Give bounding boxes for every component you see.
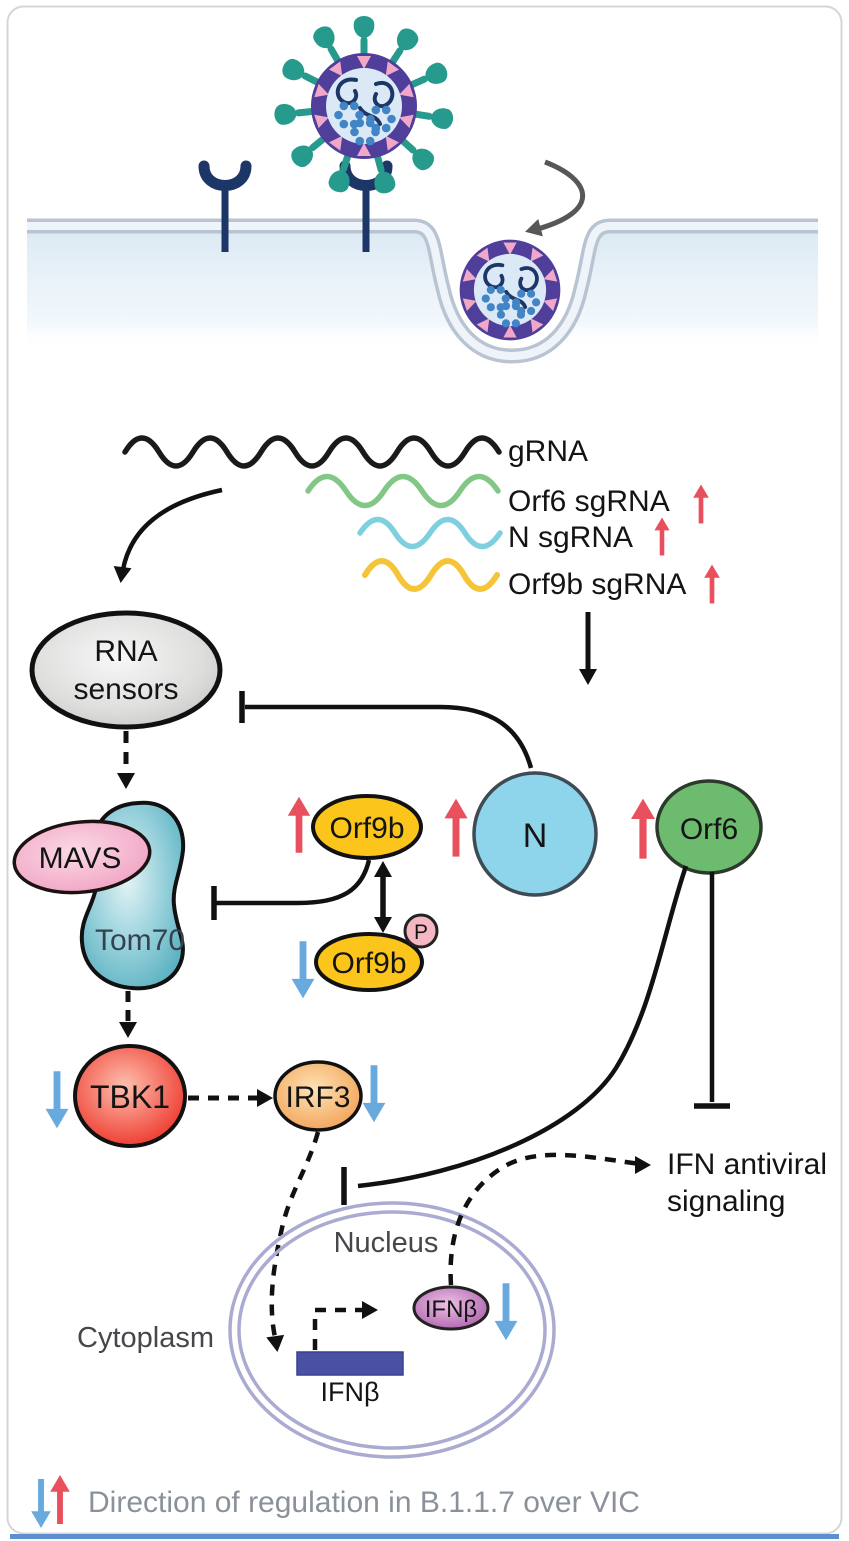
viral-rna-section: gRNA Orf6 sgRNA N sgRNA Orf9b sgRNA: [111, 435, 720, 685]
phospho-label: P: [414, 921, 428, 944]
irf3-node: IRF3: [273, 1060, 363, 1132]
orf9b-phospho-exchange-arrow: [374, 861, 392, 933]
n-sgrna-label: N sgRNA: [508, 521, 633, 554]
rna-sensors-label-2: sensors: [73, 673, 178, 706]
endocytosed-virion-icon: [460, 240, 561, 341]
orf9b-node: Orf9b: [311, 794, 423, 860]
protein-to-ifn-signaling-arrow: [448, 1152, 651, 1286]
rna-sensors-label-1: RNA: [94, 635, 157, 668]
nucleus-label: Nucleus: [334, 1227, 439, 1259]
tbk1-label: TBK1: [90, 1079, 170, 1115]
legend: Direction of regulation in B.1.1.7 over …: [31, 1475, 640, 1528]
gene-to-protein-arrow: [312, 1301, 378, 1350]
orf9b-sgrna-label: Orf9b sgRNA: [508, 568, 686, 601]
orf9b-sgrna-wave: [362, 558, 500, 592]
grna-to-sensors-arrow: [111, 487, 223, 585]
cell-entry-illustration: [27, 16, 818, 364]
cell-interior: [27, 230, 818, 352]
irf3-to-gene-arrow: [266, 1131, 321, 1354]
orf6-node: Orf6: [655, 779, 763, 875]
bottom-accent-bar: [10, 1534, 839, 1539]
tom70-to-tbk1-arrow: [119, 991, 137, 1038]
plasma-membrane: [27, 218, 818, 364]
orf9b-inhibits-tom70: [211, 859, 372, 920]
n-inhibits-sensors: [239, 691, 534, 769]
rna-sensors-node: RNA sensors: [29, 610, 223, 730]
ifn-signaling-label-2: signaling: [667, 1185, 785, 1218]
n-sgrna-wave: [357, 516, 503, 550]
mavs-node: MAVS: [12, 819, 152, 895]
tbk1-to-irf3-arrow: [188, 1089, 273, 1107]
mavs-label: MAVS: [39, 842, 122, 875]
irf3-label: IRF3: [285, 1081, 350, 1114]
orf9b-label: Orf9b: [329, 812, 404, 845]
sensors-to-mavs-arrow: [117, 731, 135, 789]
ifnb-gene: IFNβ: [296, 1351, 404, 1407]
card-background: [6, 5, 843, 1535]
legend-text: Direction of regulation in B.1.1.7 over …: [88, 1486, 640, 1519]
nucleus: Nucleus: [228, 1201, 556, 1459]
cytoplasm-label: Cytoplasm: [77, 1322, 214, 1354]
orf6-label: Orf6: [680, 813, 738, 846]
tom70-label: Tom70: [95, 924, 185, 957]
orf9b-p-label: Orf9b: [331, 947, 406, 980]
orf6-sgrna-wave: [305, 473, 501, 509]
entry-arrow: [522, 159, 585, 241]
ifnb-gene-label: IFNβ: [320, 1377, 379, 1407]
ifnb-protein-label: IFNβ: [425, 1296, 477, 1323]
n-label: N: [523, 817, 548, 855]
grna-wave: [122, 435, 502, 469]
ifn-signaling-label-1: IFN antiviral: [667, 1148, 827, 1181]
orf6-inhibits-ifn-signaling: [694, 872, 730, 1109]
tbk1-node: TBK1: [73, 1044, 187, 1148]
grna-label: gRNA: [508, 435, 588, 468]
orf6-sgrna-label: Orf6 sgRNA: [508, 485, 670, 518]
orf9b-p-node: P Orf9b: [314, 913, 439, 992]
orf6-inhibits-irf3-import: [341, 865, 689, 1205]
ifnb-protein-node: IFNβ: [412, 1285, 490, 1331]
sgrna-to-protein-arrow: [579, 612, 597, 685]
n-node: N: [472, 771, 598, 897]
